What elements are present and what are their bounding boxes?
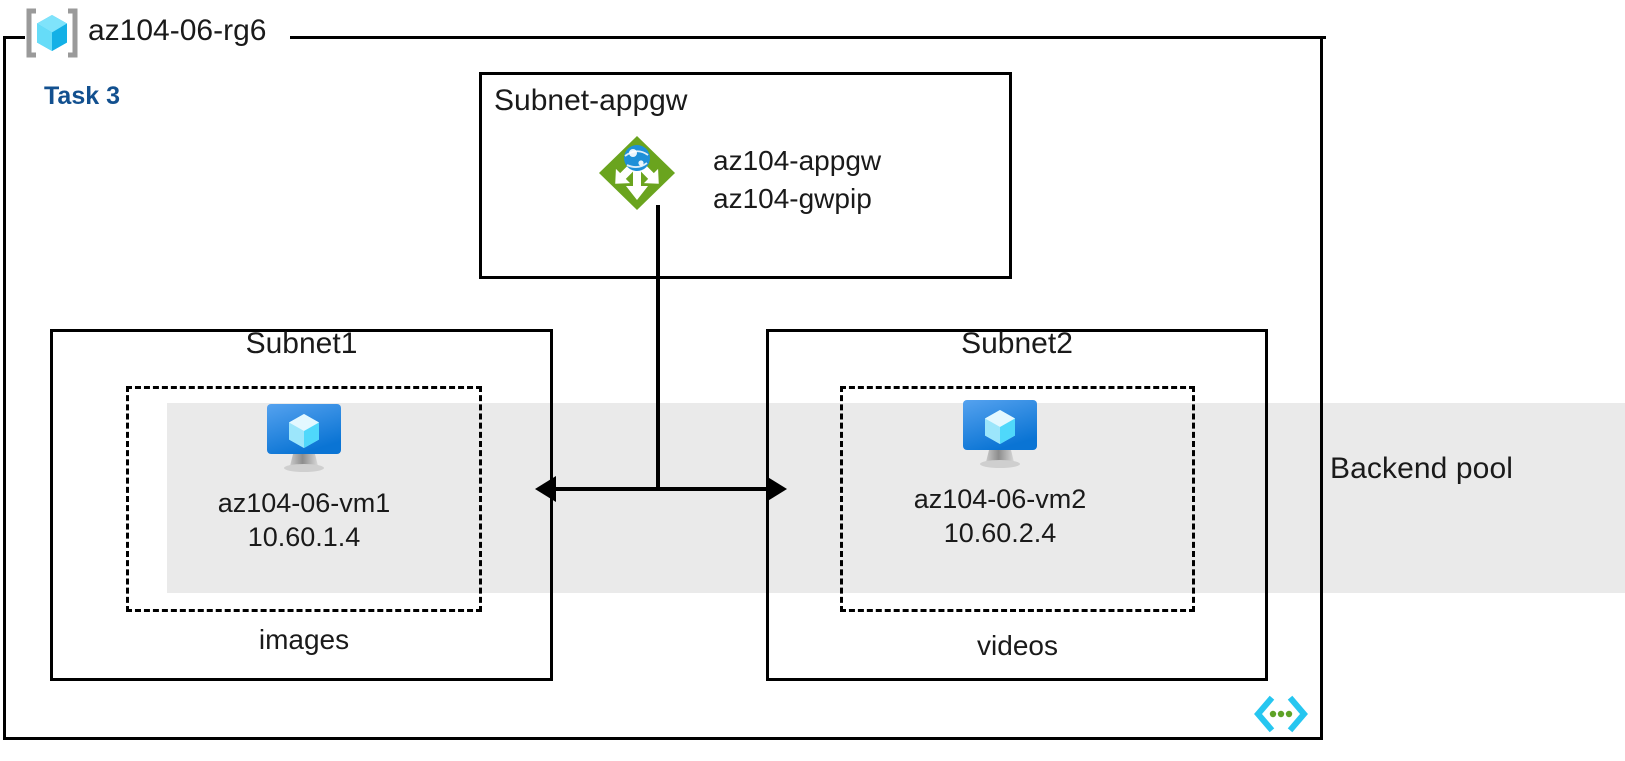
resource-group-border-top-left <box>3 36 25 39</box>
subnet1-box <box>50 329 553 681</box>
resource-group-cube-icon <box>26 8 78 58</box>
subnet1-storage-label: images <box>258 624 350 655</box>
resource-group-box <box>3 38 1323 740</box>
subnet2-title: Subnet2 <box>961 327 1073 360</box>
task-label: Task 3 <box>44 82 120 110</box>
gateway-vertical-connector <box>656 205 660 491</box>
subnet2-vm-ip: 10.60.2.4 <box>943 518 1057 548</box>
subnet2-vm-name: az104-06-vm2 <box>913 484 1087 514</box>
subnet1-vm-ip: 10.60.1.4 <box>247 522 361 552</box>
subnet1-vm-name: az104-06-vm1 <box>217 488 391 518</box>
subnet2-vm-dashed-boundary <box>840 386 1195 612</box>
subnet1-title: Subnet1 <box>245 327 358 360</box>
subnet-appgw-title: Subnet-appgw <box>494 84 688 117</box>
appgw-name: az104-appgw <box>713 145 882 176</box>
backend-pool-band <box>167 403 1625 593</box>
subnet1-vm-dashed-boundary <box>126 386 482 612</box>
subnet2-box <box>766 329 1268 681</box>
resource-group-border-top-right <box>290 36 1326 39</box>
subnet1-vm-group: az104-06-vm1 10.60.1.4 <box>170 398 438 554</box>
virtual-machine-icon <box>267 404 341 472</box>
subnet-appgw-box <box>479 72 1012 279</box>
gateway-horizontal-connector <box>553 487 768 491</box>
subnet2-storage-label: videos <box>977 630 1058 661</box>
application-gateway-icon <box>597 134 677 212</box>
virtual-machine-icon <box>963 400 1037 468</box>
gwpip-name: az104-gwpip <box>713 183 872 214</box>
application-gateway-resource-names: az104-appgw az104-gwpip <box>713 142 881 218</box>
resource-group-name: az104-06-rg6 <box>88 14 267 47</box>
code-brackets-icon <box>1253 692 1309 736</box>
subnet2-vm-group: az104-06-vm2 10.60.2.4 <box>866 394 1134 550</box>
backend-pool-label: Backend pool <box>1330 452 1514 485</box>
arrow-head-right <box>766 476 787 502</box>
